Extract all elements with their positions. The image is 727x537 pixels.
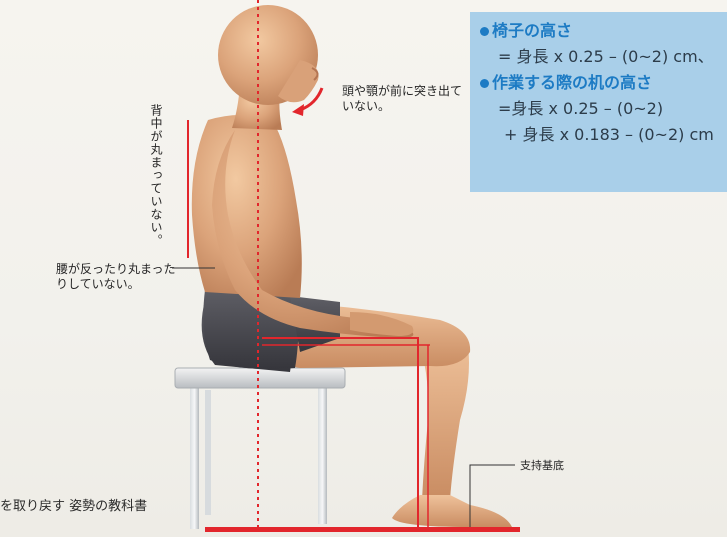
- desk-height-heading: 作業する際の机の高さ: [480, 70, 727, 96]
- bullet-icon: [480, 79, 489, 88]
- bullet-icon: [480, 27, 489, 36]
- book-title-caption: を取り戻す 姿勢の教科書: [0, 495, 147, 514]
- chair-height-heading: 椅子の高さ: [480, 18, 727, 44]
- back-annotation: 背中が丸まっていない。: [148, 104, 165, 247]
- base-of-support-annotation: 支持基底: [520, 458, 564, 473]
- desk-height-heading-text: 作業する際の机の高さ: [492, 70, 652, 96]
- floor-base-line: [205, 527, 520, 532]
- waist-annotation: 腰が反ったり丸まったりしていない。: [56, 262, 176, 292]
- stool: [175, 368, 345, 529]
- neck-annotation: 頭や顎が前に突き出ていない。: [342, 84, 472, 114]
- height-formula-box: 椅子の高さ = 身長 x 0.25 – (0~2) cm、 作業する際の机の高さ…: [470, 12, 727, 192]
- desk-height-formula-line2: + 身長 x 0.183 – (0~2) cm: [480, 122, 727, 148]
- chair-height-heading-text: 椅子の高さ: [492, 18, 572, 44]
- chair-height-formula: = 身長 x 0.25 – (0~2) cm、: [480, 44, 727, 70]
- desk-height-formula-line1: =身長 x 0.25 – (0~2): [480, 96, 727, 122]
